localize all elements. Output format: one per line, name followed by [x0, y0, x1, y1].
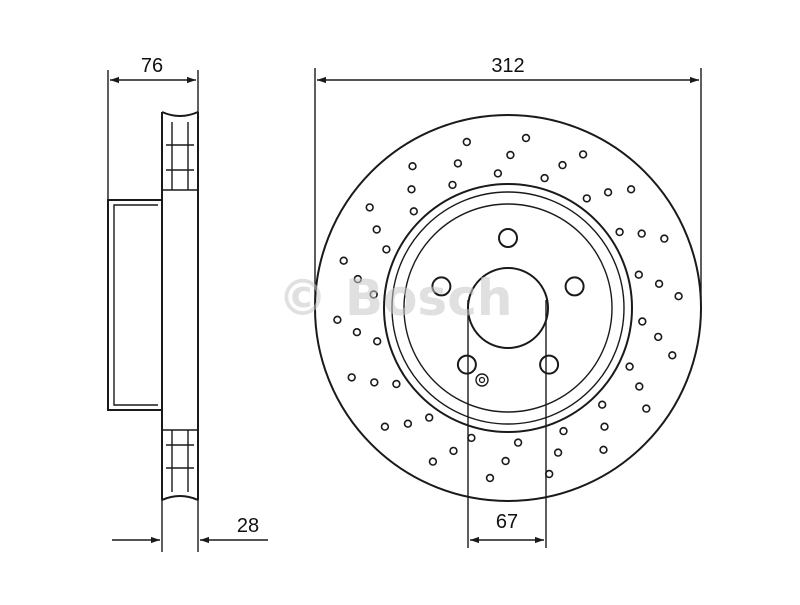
- drilled-hole-pattern: [333, 133, 683, 483]
- drilled-hole: [600, 422, 609, 431]
- drilled-hole: [653, 332, 663, 342]
- locating-hole-inner: [478, 376, 486, 384]
- drilled-hole: [493, 169, 503, 178]
- dimension-label-28: 28: [237, 515, 259, 537]
- drilled-hole: [668, 351, 677, 360]
- bolt-hole: [456, 354, 477, 375]
- drilled-hole: [448, 180, 457, 190]
- watermark-text: © Bosch: [278, 269, 513, 327]
- drilled-hole: [513, 438, 523, 447]
- drilled-hole: [485, 473, 495, 483]
- drilled-hole: [339, 256, 348, 265]
- drilled-hole: [382, 245, 391, 254]
- bolt-hole: [539, 354, 560, 375]
- drilled-hole: [506, 150, 515, 160]
- drilled-hole: [521, 133, 531, 143]
- drilled-hole: [428, 457, 438, 466]
- dimension-overall-height: [107, 70, 199, 200]
- drilled-hole: [365, 203, 374, 212]
- drilled-hole: [352, 328, 362, 337]
- drilled-hole: [369, 290, 378, 299]
- drilled-hole: [599, 445, 608, 454]
- locating-hole: [475, 373, 489, 387]
- drilled-hole: [626, 185, 636, 194]
- drilled-hole: [578, 150, 588, 159]
- drilled-hole: [544, 469, 554, 479]
- drilled-hole: [660, 234, 669, 243]
- drilled-hole: [403, 419, 413, 428]
- bolt-hole: [431, 276, 452, 297]
- drilled-hole: [333, 315, 342, 324]
- drilled-hole: [615, 227, 624, 237]
- side-view: [107, 111, 199, 501]
- drilled-hole: [603, 188, 613, 197]
- bolt-holes: [431, 228, 585, 375]
- drilled-hole: [380, 422, 390, 431]
- ring-bottom-edge: [161, 495, 199, 501]
- ring-top-edge: [161, 111, 199, 117]
- drilled-hole: [553, 448, 563, 457]
- drilled-hole: [638, 317, 647, 326]
- drilled-hole: [642, 404, 651, 413]
- dimension-label-67: 67: [496, 511, 518, 533]
- drilled-hole: [597, 400, 607, 409]
- hat-inner-line: [113, 204, 158, 406]
- drilled-hole: [674, 292, 683, 301]
- drilled-hole: [625, 362, 634, 371]
- hat-section-outline: [107, 199, 162, 411]
- drilled-hole: [370, 378, 379, 387]
- drilled-hole: [467, 433, 476, 443]
- drilled-hole: [558, 160, 567, 170]
- vent-channel-top: [166, 122, 194, 190]
- drilled-hole: [392, 379, 401, 389]
- drilled-hole: [540, 173, 549, 183]
- drilled-hole: [408, 162, 417, 171]
- drilled-hole: [373, 337, 382, 346]
- bolt-hole: [498, 228, 518, 248]
- friction-inner-edge: [383, 183, 633, 433]
- drilled-hole: [353, 274, 362, 284]
- drilled-hole: [637, 229, 646, 238]
- drilled-hole: [559, 426, 568, 436]
- drilled-hole: [347, 373, 356, 382]
- bolt-hole: [564, 276, 585, 297]
- drilled-hole: [407, 185, 416, 194]
- drilled-hole: [462, 137, 471, 147]
- drilled-hole: [634, 270, 643, 279]
- drilled-hole: [449, 446, 458, 456]
- drilled-hole: [372, 225, 381, 234]
- dimension-disc-thickness: [112, 500, 268, 552]
- dimension-label-312: 312: [491, 55, 524, 77]
- dimension-label-76: 76: [141, 55, 163, 77]
- vent-channel-bottom: [166, 430, 194, 492]
- dimension-disc-diameter: [314, 68, 702, 300]
- hat-inner-ring: [403, 203, 613, 413]
- front-view: [314, 114, 702, 502]
- drilled-hole: [501, 456, 510, 466]
- hat-outer-ring: [391, 191, 625, 425]
- disc-outer-edge: [314, 114, 702, 502]
- drilled-hole: [453, 159, 463, 168]
- drilled-hole: [635, 382, 644, 391]
- dimension-center-bore: [467, 300, 547, 548]
- drilled-hole: [409, 207, 418, 216]
- drilled-hole: [654, 279, 664, 288]
- drilled-hole: [425, 413, 434, 422]
- drilled-hole: [582, 194, 591, 203]
